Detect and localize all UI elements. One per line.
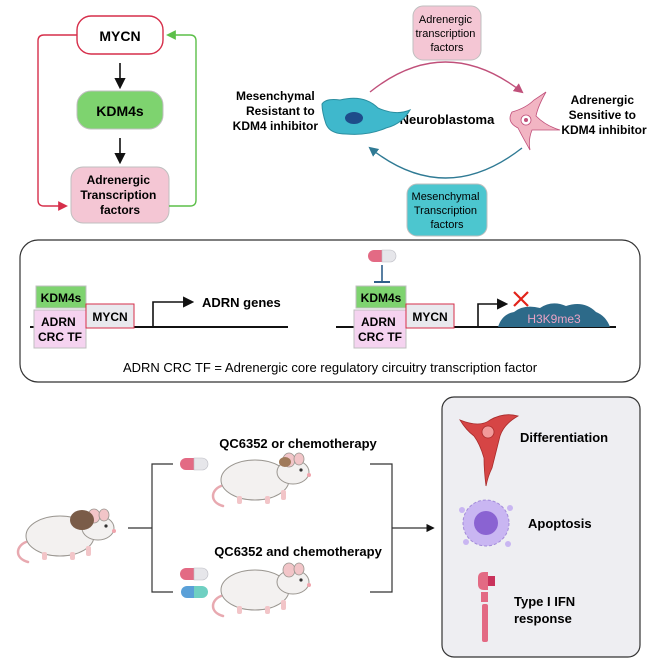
apoptosis-label: Apoptosis xyxy=(528,516,592,531)
inhibition-x-icon xyxy=(513,291,529,307)
kdm4s-label: KDM4s xyxy=(96,103,144,119)
adrenergic-tf-box xyxy=(70,166,170,224)
kdm4s-box xyxy=(76,90,164,130)
h3k9me3-label: H3K9me3 xyxy=(527,312,581,326)
mycn-label: MYCN xyxy=(99,28,140,44)
red-feedback-arrow xyxy=(37,34,77,211)
mesenchymal-tf-label: Mesenchymal Transcription factors xyxy=(412,191,483,231)
mycn-box-left xyxy=(85,303,135,329)
kdm4s-label-left: KDM4s xyxy=(41,291,82,305)
blocked-transcription-arrow xyxy=(477,298,509,327)
transcription-start-arrow xyxy=(152,296,195,327)
neuroblastoma-label: Neuroblastoma xyxy=(400,112,495,127)
cell-state-switch: Adrenergic transcription factors Mesench… xyxy=(233,5,647,237)
adrn-crc-label-left: ADRN CRC TF xyxy=(38,315,82,344)
outcome-bracket xyxy=(370,463,393,593)
adrenergic-state-label: Adrenergic Sensitive to KDM4 inhibitor xyxy=(561,93,647,137)
green-feedback-arrow xyxy=(166,30,197,207)
adrenergic-tf-top-box xyxy=(412,5,482,61)
pill-icon xyxy=(181,586,208,598)
mesenchymal-tf-box xyxy=(406,183,488,237)
adrenergic-tf-top-label: Adrenergic transcription factors xyxy=(416,14,479,54)
mouse-icon xyxy=(16,507,118,564)
chromatin-panel: KDM4s ADRN CRC TF MYCN ADRN genes KDM4s … xyxy=(19,239,641,383)
mesenchymal-cell-icon xyxy=(321,97,412,135)
mycn-box-right xyxy=(405,303,455,329)
mycn-kdm4-loop: MYCN KDM4s Adrenergic Transcription fact… xyxy=(37,15,197,224)
to-adrenergic-arc xyxy=(369,61,524,94)
pill-icon xyxy=(367,249,397,263)
kdm4s-box-left xyxy=(35,285,87,309)
mouse-icon xyxy=(211,451,313,508)
mesenchymal-state-label: Mesenchymal Resistant to KDM4 inhibitor xyxy=(233,89,319,133)
pill-icon xyxy=(179,457,209,471)
arm-bottom-label: QC6352 and chemotherapy xyxy=(214,544,382,559)
apoptotic-cell-icon xyxy=(459,499,513,547)
neuron-cell-icon xyxy=(509,91,561,151)
ifn-response-label: Type I IFN response xyxy=(514,594,579,626)
adrn-definition-footnote: ADRN CRC TF = Adrenergic core regulatory… xyxy=(123,360,538,375)
treatment-section: QC6352 or chemotherapy QC6352 and chemot… xyxy=(16,396,641,658)
arm-top-label: QC6352 or chemotherapy xyxy=(219,436,377,451)
pill-icon xyxy=(179,567,209,581)
treatment-bracket xyxy=(151,463,173,593)
differentiation-label: Differentiation xyxy=(520,430,608,445)
receptor-icon xyxy=(478,572,495,642)
h3k9me3-heterochromatin xyxy=(498,303,610,327)
mycn-label-right: MYCN xyxy=(412,310,447,324)
adrenergic-tf-label: Adrenergic Transcription factors xyxy=(80,173,159,217)
adrn-crc-box-right xyxy=(353,309,407,349)
kdm4s-box-right xyxy=(355,285,407,309)
mycn-label-left: MYCN xyxy=(92,310,127,324)
chromatin-panel-frame xyxy=(19,239,641,383)
adrn-crc-box-left xyxy=(33,309,87,349)
to-mesenchymal-arc xyxy=(368,146,523,179)
adrn-genes-label: ADRN genes xyxy=(202,295,281,310)
mouse-icon xyxy=(211,561,313,618)
kdm4s-label-right: KDM4s xyxy=(361,291,402,305)
adrn-crc-label-right: ADRN CRC TF xyxy=(358,315,402,344)
neuron-cell-icon xyxy=(459,414,520,487)
